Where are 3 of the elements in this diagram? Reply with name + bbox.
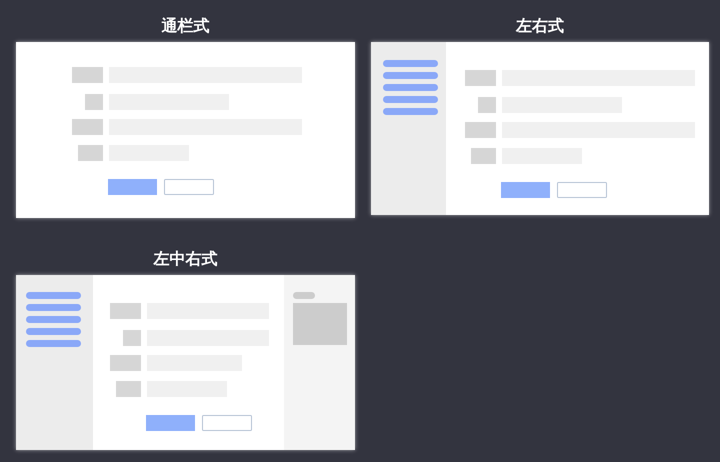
layout-title: 左中右式: [152, 249, 218, 269]
layout-title: 通栏式: [160, 16, 210, 36]
layout-title: 左右式: [514, 16, 565, 36]
